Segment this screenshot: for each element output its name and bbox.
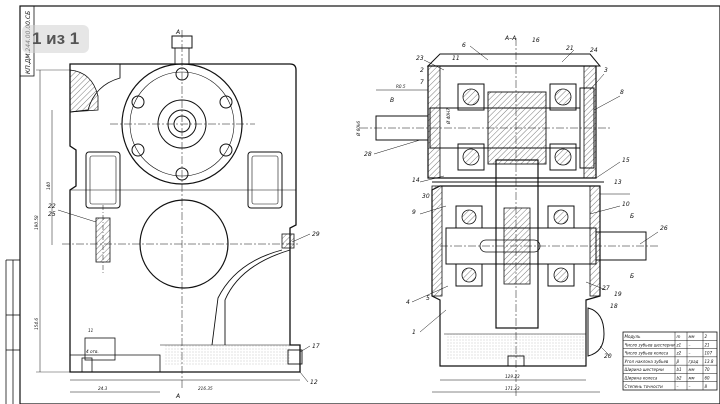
table-cell: β: [677, 359, 680, 364]
callout-13: 13: [614, 179, 622, 186]
callout-7: 7: [420, 79, 424, 86]
table-cell: 8: [705, 384, 708, 389]
table-cell: Ширина колеса: [625, 376, 658, 381]
view-b2-label: Б: [630, 213, 634, 220]
table-cell: Ширина шестерни: [625, 367, 665, 372]
table-cell: Модуль: [625, 334, 642, 339]
table-cell: Степень точности: [625, 384, 664, 389]
dim-left-140: 140: [46, 182, 51, 190]
view-a-bottom-label: А: [175, 393, 180, 400]
callout-25: 25: [48, 211, 56, 218]
table-cell: град: [689, 359, 699, 364]
table-cell: Угол наклона зубьев: [625, 359, 669, 364]
table-cell: –: [689, 351, 691, 356]
callout-2: 2: [420, 67, 424, 74]
callout-8: 8: [620, 89, 624, 96]
table-cell: 70: [705, 367, 711, 372]
view-b2b-label: Б: [630, 273, 634, 280]
callout-14: 14: [412, 177, 420, 184]
dim-bottom-216: 216.35: [198, 386, 213, 391]
view-a-top-label: А: [175, 29, 180, 36]
table-cell: z1: [676, 342, 682, 347]
table-cell: b2: [677, 376, 683, 381]
table-cell: b1: [677, 367, 682, 372]
sheet-frame: [5, 5, 720, 404]
table-cell: –: [689, 384, 691, 389]
callout-29: 29: [312, 231, 320, 238]
callout-20: 20: [604, 353, 612, 360]
callout-3: 3: [604, 67, 608, 74]
dim-left-154: 154.6: [34, 318, 39, 330]
dim-shaft-d2: Ø 40H7: [446, 108, 451, 125]
dim-small-holes: 4 отв.: [86, 349, 99, 354]
callout-4: 4: [406, 299, 410, 306]
callout-23: 23: [416, 55, 424, 62]
table-cell: 21: [705, 342, 710, 347]
table-cell: 2: [705, 334, 708, 339]
callout-26: 26: [660, 225, 668, 232]
left-view: [36, 30, 303, 393]
table-cell: –: [689, 342, 691, 347]
callout-28: 28: [364, 151, 372, 158]
table-cell: –: [677, 384, 679, 389]
table-cell: мм: [689, 334, 695, 339]
dim-shaft-d3: R0.5: [396, 84, 406, 89]
dim-shaft-d1: Ø 60k6: [356, 121, 361, 137]
right-callouts: 23 6 16 21 24 3 8 2 7 11 28 14 30 9 15 1…: [364, 37, 668, 360]
callout-18: 18: [610, 303, 618, 310]
table-cell: Число зубьев колеса: [625, 351, 669, 356]
callout-6: 6: [462, 42, 466, 49]
callout-24: 24: [590, 47, 598, 54]
dim-bottom-24: 24.3: [98, 386, 108, 391]
view-b-label: В: [390, 97, 394, 104]
callout-1: 1: [412, 329, 416, 336]
dim-right-129: 129.23: [505, 374, 520, 379]
callout-16: 16: [532, 37, 540, 44]
table-cell: z2: [676, 351, 682, 356]
callout-17: 17: [312, 343, 320, 350]
table-cell: 13.8: [705, 359, 714, 364]
callout-10: 10: [622, 201, 630, 208]
table-cell: мм: [689, 376, 695, 381]
callout-5: 5: [426, 295, 430, 302]
callout-15: 15: [622, 157, 630, 164]
right-leaders: [373, 45, 659, 357]
callout-11: 11: [452, 55, 460, 62]
section-label: А–А: [504, 35, 516, 42]
page-indicator: 1 из 1: [22, 25, 90, 53]
callout-21: 21: [566, 45, 574, 52]
callout-27: 27: [602, 285, 610, 292]
callout-30: 30: [422, 193, 430, 200]
dim-right-171: 171.23: [505, 386, 520, 391]
table-cell: мм: [689, 367, 695, 372]
callout-9: 9: [412, 209, 416, 216]
callout-12: 12: [310, 379, 318, 386]
right-section: [360, 38, 660, 396]
table-cell: 107: [705, 351, 713, 356]
table-cell: 60: [705, 376, 711, 381]
dim-small-11: 11: [88, 328, 94, 333]
left-leaders: [57, 209, 311, 383]
table-cell: Число зубьев шестерни: [625, 342, 675, 347]
callout-19: 19: [614, 291, 622, 298]
dim-left-190: 190.58: [34, 215, 39, 230]
callout-22: 22: [48, 203, 56, 210]
table-cell: m: [677, 334, 681, 339]
